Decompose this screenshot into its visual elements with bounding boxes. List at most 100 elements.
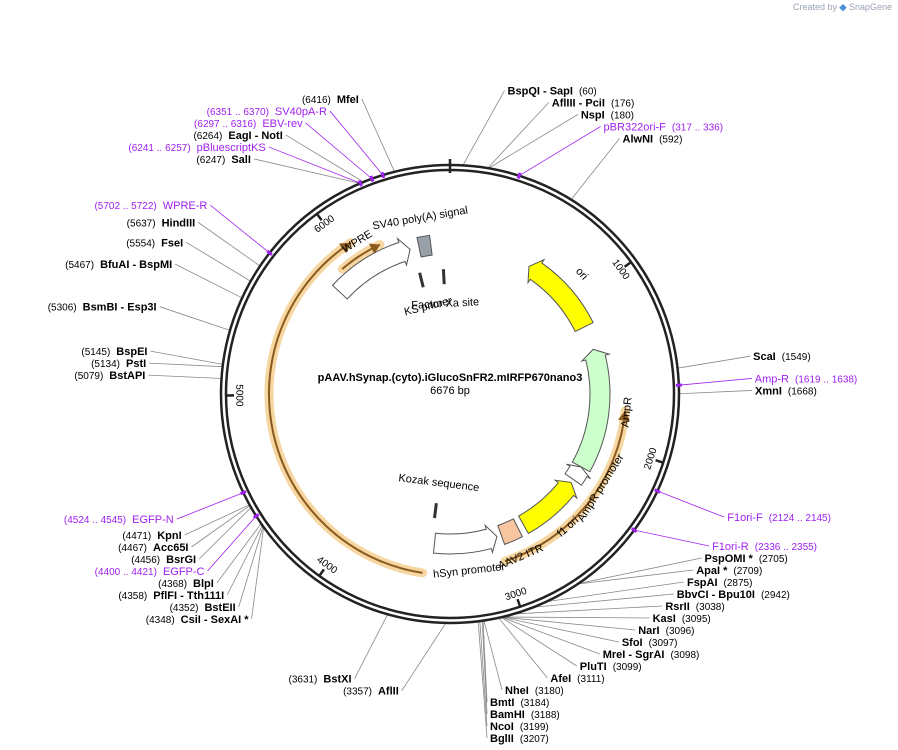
label-position: (3038) (696, 602, 725, 613)
plasmid-center-title: pAAV.hSynap.(cyto).iGlucoSnFR2.mIRFP670n… (318, 372, 583, 397)
enzyme-label: NheI(3180) (505, 685, 564, 697)
label-position: (6241 .. 6257) (128, 143, 190, 154)
primer-tick (380, 171, 386, 179)
leader-line (251, 527, 265, 620)
label-position: (4358) (118, 591, 147, 602)
brand-prefix: Created by (792, 2, 837, 12)
leader-line (487, 102, 550, 169)
label-position: (317 .. 336) (672, 122, 723, 133)
label-name: AfeI (550, 673, 571, 685)
enzyme-label: NarI(3096) (638, 625, 694, 637)
leader-line (197, 222, 261, 267)
label-position: (6264) (193, 131, 222, 142)
leader-line (677, 355, 751, 369)
label-position: (5134) (91, 359, 120, 370)
label-name: FspAI (687, 577, 718, 589)
orf-arcs (264, 238, 630, 578)
leader-line (657, 490, 725, 518)
ring-tick-label: 1000 (609, 258, 631, 283)
enzyme-label: AflIII - PciI(176) (552, 97, 635, 109)
enzyme-label: (5079)BstAPI (74, 370, 145, 382)
leader-line (533, 593, 674, 608)
enzyme-label: (5554)FseI (126, 237, 183, 249)
label-position: (176) (611, 98, 634, 109)
primer-tick (357, 179, 363, 187)
enzyme-label: (4368)BlpI (158, 578, 214, 590)
orf-arc-line (504, 410, 627, 563)
enzyme-label: ScaI(1549) (753, 351, 811, 363)
ring-tick-label: 4000 (315, 555, 340, 577)
label-position: (1619 .. 1638) (795, 374, 857, 385)
label-name: pBR322ori-F (604, 121, 667, 133)
label-name: MreI - SgrAI (603, 649, 665, 661)
enzyme-label: (5637)HindIII (127, 217, 196, 229)
leader-line (148, 374, 222, 379)
leader-line (184, 504, 250, 536)
leader-line (501, 616, 650, 619)
label-position: (3098) (670, 650, 699, 661)
feature-label: AmpR (619, 396, 634, 428)
label-position: (2709) (733, 566, 762, 577)
ring-tick-label: 3000 (504, 586, 529, 604)
enzyme-label: MreI - SgrAI (3098) (603, 649, 700, 661)
label-position: (5145) (81, 347, 110, 358)
enzyme-label: (5134)PstI (91, 358, 146, 370)
primer-label: Amp-R(1619 .. 1638) (755, 373, 858, 385)
enzyme-label: BbvCI - Bpu10I(2942) (677, 589, 790, 601)
feature-sv40-poly-a-signal (416, 234, 433, 258)
enzyme-label: BglII(3207) (490, 733, 549, 745)
enzyme-label: KasI(3095) (653, 613, 711, 625)
label-name: BglII (490, 733, 514, 745)
label-name: BsmBI - Esp3I (83, 302, 157, 314)
label-name: SalI (231, 154, 251, 166)
snapgene-logo-icon: ◆ (839, 2, 847, 12)
ring-tick-label: 5000 (233, 384, 244, 407)
leader-line (546, 581, 685, 602)
leader-line (226, 525, 263, 596)
leader-line (176, 492, 244, 520)
label-position: (4467) (118, 543, 147, 554)
label-name: MfeI (337, 94, 359, 106)
leader-line (483, 620, 503, 691)
enzyme-label: RsrII (3038) (665, 601, 724, 613)
enzyme-label: (3357)AflII (343, 686, 399, 698)
leader-line (498, 617, 548, 679)
label-position: (5554) (126, 238, 155, 249)
label-name: F1ori-R (712, 541, 749, 553)
label-name: RsrII (665, 601, 689, 613)
label-name: EGFP-N (132, 514, 174, 526)
enzyme-label: (4352)BstEII (170, 602, 236, 614)
leader-line (354, 614, 389, 679)
enzyme-label: (4471)KpnI (122, 530, 181, 542)
enzyme-label: FspAI(2875) (687, 577, 752, 589)
feature-ampr-promoter (564, 463, 591, 486)
enzyme-label: ApaI * (2709) (696, 565, 762, 577)
label-name: NspI (581, 109, 605, 121)
enzyme-label: (5306)BsmBI - Esp3I (48, 302, 157, 314)
leader-line (501, 616, 600, 655)
snapgene-brand: Created by ◆ SnapGene (793, 2, 892, 13)
label-position: (5467) (65, 260, 94, 271)
ring-tick-label: 2000 (642, 446, 659, 471)
enzyme-label: PluTI(3099) (580, 661, 642, 673)
label-position: (5702 .. 5722) (94, 201, 156, 212)
primer-label: (5702 .. 5722)WPRE-R (94, 200, 207, 212)
leader-line (268, 146, 361, 184)
leader-line (198, 507, 252, 560)
label-position: (60) (579, 86, 597, 97)
leader-line (577, 569, 694, 585)
label-name: ApaI * (696, 565, 728, 577)
brand-name: SnapGene (848, 2, 892, 12)
label-position: (6247) (196, 155, 225, 166)
leader-line (253, 158, 361, 184)
label-position: (3357) (343, 687, 372, 698)
enzyme-label: BspQI - SapI(60) (508, 85, 597, 97)
site-marker (418, 272, 425, 288)
primer-label: (4524 .. 4545)EGFP-N (64, 514, 174, 526)
leader-line (149, 362, 223, 368)
label-leader-lines (148, 90, 753, 739)
label-name: KasI (653, 613, 676, 625)
primer-label: (4400 .. 4421)EGFP-C (95, 566, 205, 578)
